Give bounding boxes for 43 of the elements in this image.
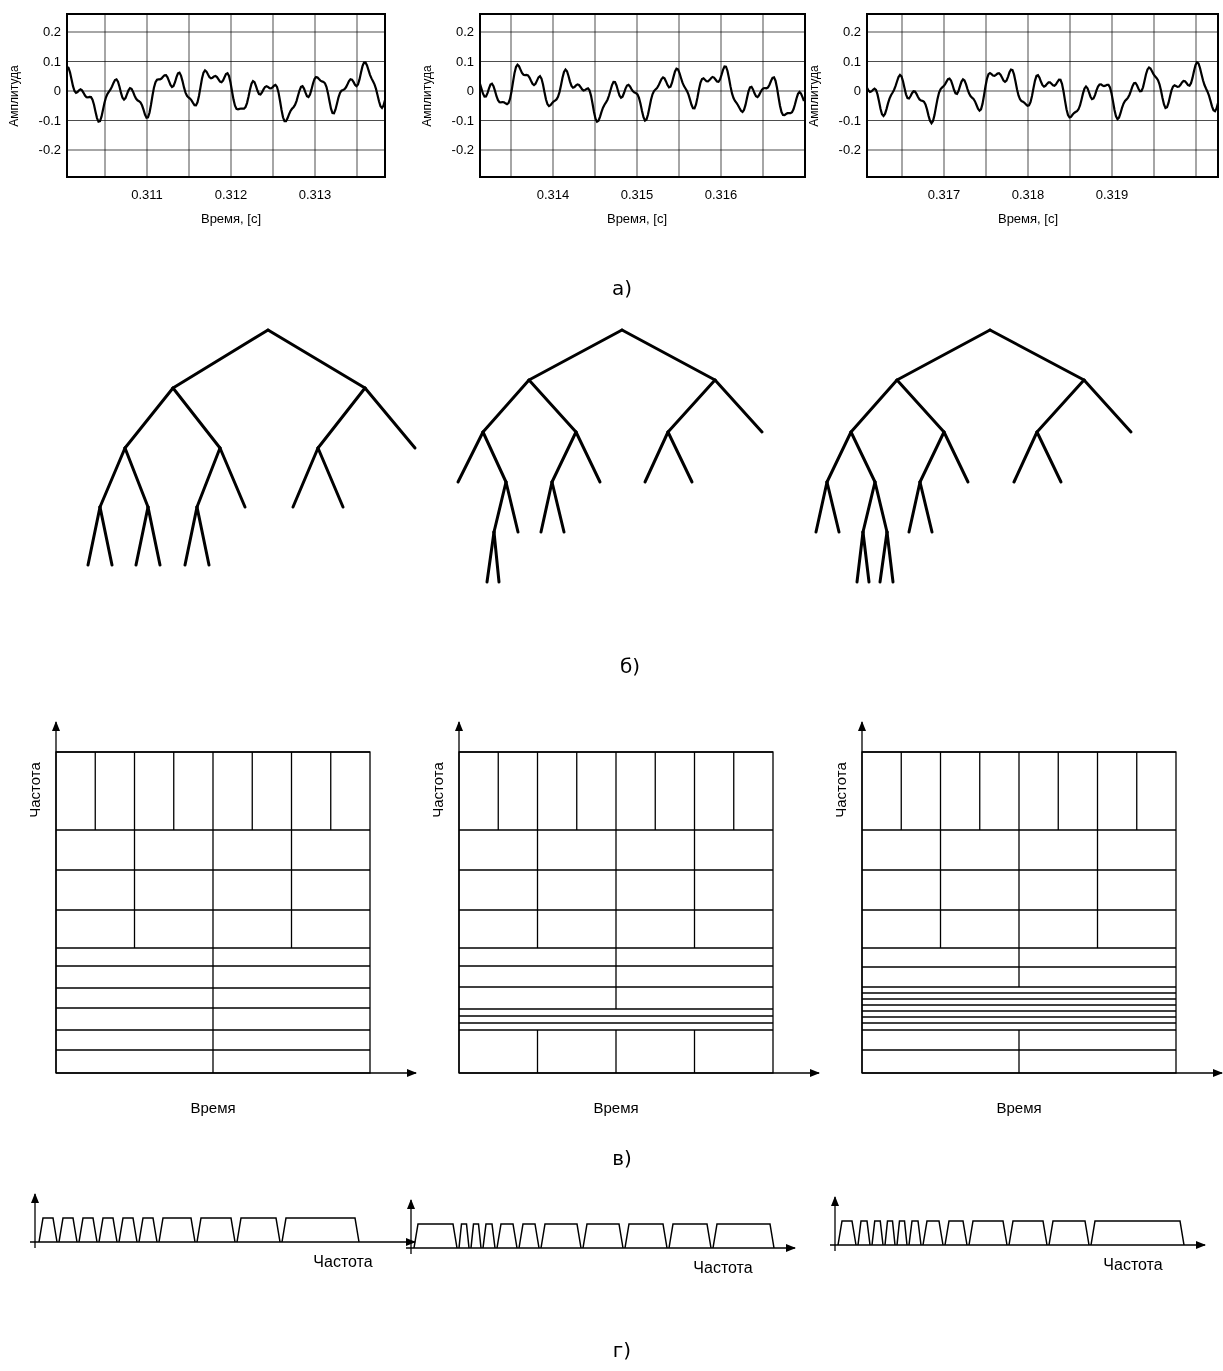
axis-label: Частота	[313, 1253, 373, 1271]
tick-label: 0.1	[42, 54, 61, 69]
tick-label: 0	[853, 83, 861, 99]
tick-label: -0.1	[838, 113, 861, 128]
tick-label: 0.314	[536, 187, 570, 203]
tick-label: 0.1	[842, 54, 861, 69]
tick-label: -0.2	[451, 142, 474, 158]
tick-label: 0.315	[620, 187, 654, 203]
panel-caption: а)	[611, 277, 633, 299]
tick-label: 0.2	[455, 24, 474, 40]
axis-label: Время, [с]	[997, 211, 1059, 227]
tick-label: 0.316	[704, 187, 738, 203]
tick-label: 0.2	[42, 24, 61, 40]
tick-label: 0.2	[842, 24, 861, 40]
axis-label: Амплитуда	[8, 65, 22, 127]
tick-label: 0.319	[1095, 187, 1129, 203]
axis-label: Время, [с]	[606, 211, 668, 227]
axis-label: Время	[190, 1099, 236, 1117]
axis-label: Частота	[832, 762, 850, 818]
axis-label: Амплитуда	[808, 65, 822, 127]
panel-caption: в)	[612, 1147, 632, 1169]
tick-label: 0.313	[298, 187, 332, 203]
axis-label: Амплитуда	[421, 65, 435, 127]
tick-label: 0	[53, 83, 61, 99]
tick-label: -0.1	[451, 113, 474, 128]
tick-label: 0.312	[214, 187, 248, 203]
tick-label: -0.1	[38, 113, 61, 128]
tick-label: 0.1	[455, 54, 474, 69]
panel-caption: б)	[619, 655, 641, 677]
axis-label: Время	[593, 1099, 639, 1117]
axis-label: Время, [с]	[200, 211, 262, 227]
tick-label: 0.317	[927, 187, 961, 203]
panel-caption: г)	[612, 1339, 632, 1361]
tick-label: -0.2	[38, 142, 61, 158]
axis-label: Частота	[26, 762, 44, 818]
tick-label: 0	[466, 83, 474, 99]
tick-label: 0.318	[1011, 187, 1045, 203]
axis-label: Частота	[1103, 1256, 1163, 1274]
tick-label: 0.311	[131, 187, 163, 203]
axis-label: Частота	[429, 762, 447, 818]
axis-label: Время	[996, 1099, 1042, 1117]
axis-label: Частота	[693, 1259, 753, 1277]
tick-label: -0.2	[838, 142, 861, 158]
